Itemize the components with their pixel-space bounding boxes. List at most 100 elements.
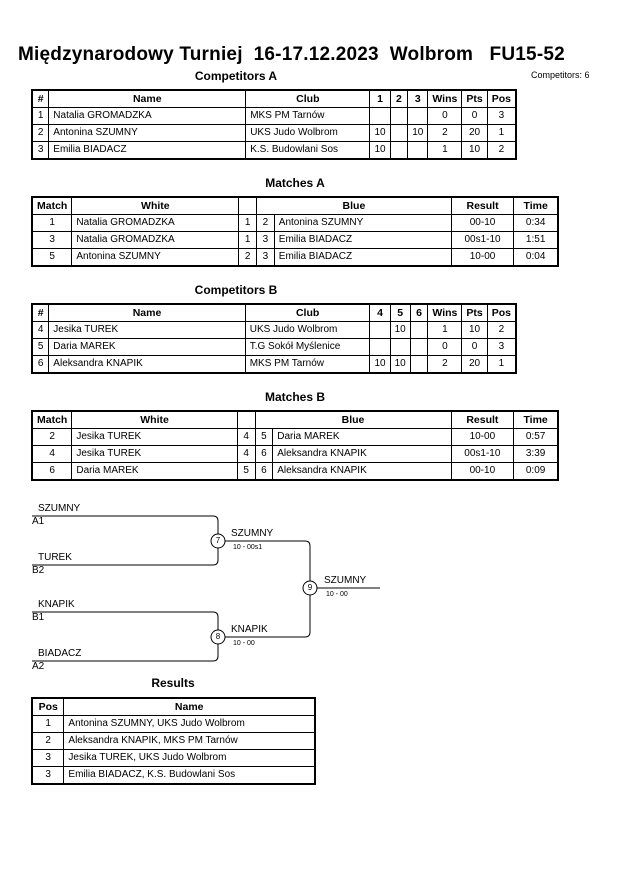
matches-a-table: Match White Blue Result Time 1 Natalia G… — [31, 196, 559, 267]
header-row: Match White Blue Result Time — [31, 410, 559, 429]
table-row: 6 Aleksandra KNAPIK MKS PM Tarnów 10 10 … — [31, 355, 517, 374]
table-row: 1 Natalia GROMADZKA MKS PM Tarnów 0 0 3 — [31, 107, 517, 125]
time-cell: 0:04 — [513, 248, 559, 267]
col-header: Time — [513, 196, 559, 215]
result-cell: 00s1-10 — [450, 445, 515, 463]
results-heading: Results — [151, 676, 195, 690]
col-header: Pos — [31, 697, 65, 716]
pos-cell: 2 — [486, 141, 517, 160]
white-num-cell: 5 — [236, 462, 256, 481]
bracket-semi2-bottom-name: BIADACZ — [38, 648, 82, 659]
pos-cell: 1 — [486, 124, 517, 142]
bracket-semi2-top-name: KNAPIK — [38, 599, 75, 610]
results-table: Pos Name 1 Antonina SZUMNY, UKS Judo Wol… — [31, 697, 316, 785]
competitors-b-heading: Competitors B — [194, 283, 278, 297]
table-row: 4 Jesika TUREK 4 6 Aleksandra KNAPIK 00s… — [31, 445, 559, 463]
bracket-semi2-top-pool: B1 — [32, 612, 45, 623]
match-7-winner: SZUMNY — [231, 528, 274, 539]
time-cell: 0:09 — [513, 462, 559, 481]
time-cell: 1:51 — [513, 231, 559, 249]
header-row: Match White Blue Result Time — [31, 196, 559, 215]
header-row: Pos Name — [31, 697, 316, 716]
club-cell: K.S. Budowlani Sos — [245, 141, 371, 160]
pos-cell: 3 — [31, 749, 65, 767]
pos-cell: 3 — [31, 766, 65, 785]
result-cell: 00-10 — [450, 462, 515, 481]
competitors-a-heading: Competitors A — [194, 69, 278, 83]
score-cell: 10 — [407, 124, 429, 142]
score-cell — [407, 141, 429, 160]
match-cell: 3 — [31, 231, 73, 249]
col-header: 3 — [407, 89, 429, 108]
name-cell: Antonina SZUMNY — [48, 124, 247, 142]
score-cell: 10 — [369, 141, 391, 160]
col-header: Name — [63, 697, 316, 716]
match-7-number: 7 — [215, 536, 221, 545]
matches-a-heading: Matches A — [265, 176, 325, 190]
match-cell: 4 — [31, 445, 73, 463]
name-cell: Jesika TUREK, UKS Judo Wolbrom — [63, 749, 316, 767]
bracket-semi1-top-pool: A1 — [32, 516, 45, 527]
score-cell — [389, 338, 411, 356]
page-title: Międzynarodowy Turniej 16-17.12.2023 Wol… — [18, 44, 565, 65]
matches-b-heading: Matches B — [264, 390, 326, 404]
match-8-winner: KNAPIK — [231, 624, 268, 635]
table-row: 2 Antonina SZUMNY UKS Judo Wolbrom 10 10… — [31, 124, 517, 142]
score-cell: 10 — [369, 124, 391, 142]
pos-cell: 3 — [486, 338, 517, 356]
pts-cell: 10 — [461, 321, 488, 339]
blue-cell: Aleksandra KNAPIK — [272, 445, 452, 463]
table-row: 5 Daria MAREK T.G Sokół Myślenice 0 0 3 — [31, 338, 517, 356]
match-8-number: 8 — [215, 632, 221, 641]
match-9-winner: SZUMNY — [324, 575, 367, 586]
table-row: 3 Emilia BIADACZ K.S. Budowlani Sos 10 1… — [31, 141, 517, 160]
blue-cell: Emilia BIADACZ — [273, 231, 452, 249]
competitors-b-table: # Name Club 4 5 6 Wins Pts Pos 4 Jesika … — [31, 303, 517, 374]
col-header: Pts — [461, 89, 488, 108]
table-row: 3 Natalia GROMADZKA 1 3 Emilia BIADACZ 0… — [31, 231, 559, 249]
match-8-score: 10 - 00 — [233, 640, 255, 647]
table-row: 5 Antonina SZUMNY 2 3 Emilia BIADACZ 10-… — [31, 248, 559, 267]
match-9-score: 10 - 00 — [326, 591, 348, 598]
name-cell: Aleksandra KNAPIK, MKS PM Tarnów — [63, 732, 316, 750]
time-cell: 3:39 — [513, 445, 559, 463]
competitors-count: Competitors: 6 — [531, 70, 590, 80]
matches-b-table: Match White Blue Result Time 2 Jesika TU… — [31, 410, 559, 481]
match-7-circle — [210, 533, 226, 549]
match-9-circle — [302, 580, 318, 596]
bracket-semi1-bottom-pool: B2 — [32, 565, 45, 576]
col-header: Pos — [486, 89, 517, 108]
score-cell: 10 — [389, 355, 411, 374]
white-cell: Jesika TUREK — [71, 445, 238, 463]
table-row: 1 Antonina SZUMNY, UKS Judo Wolbrom — [31, 715, 316, 733]
col-header: Wins — [427, 89, 463, 108]
name-cell: Emilia BIADACZ, K.S. Budowlani Sos — [63, 766, 316, 785]
col-header: Match — [31, 196, 73, 215]
white-cell: Natalia GROMADZKA — [71, 231, 240, 249]
table-row: 4 Jesika TUREK UKS Judo Wolbrom 10 1 10 … — [31, 321, 517, 339]
match-7-score: 10 - 00s1 — [233, 544, 263, 551]
match-8-circle — [210, 629, 226, 645]
bracket-semi1-bottom-name: TUREK — [38, 552, 72, 563]
col-header: 5 — [389, 303, 411, 322]
name-cell: Daria MAREK — [48, 338, 246, 356]
bracket-line-final — [218, 540, 311, 638]
pos-cell: 1 — [486, 355, 517, 374]
white-cell: Antonina SZUMNY — [71, 248, 240, 267]
name-cell: Aleksandra KNAPIK — [48, 355, 246, 374]
table-row: 3 Emilia BIADACZ, K.S. Budowlani Sos — [31, 766, 316, 785]
pos-cell: 2 — [31, 732, 65, 750]
pts-cell: 20 — [461, 124, 488, 142]
col-header: Pts — [461, 303, 488, 322]
club-cell: T.G Sokół Myślenice — [244, 338, 371, 356]
match-9-number: 9 — [307, 583, 313, 592]
name-cell: Antonina SZUMNY, UKS Judo Wolbrom — [63, 715, 316, 733]
pts-cell: 10 — [461, 141, 488, 160]
col-header: Match — [31, 410, 73, 429]
table-row: 3 Jesika TUREK, UKS Judo Wolbrom — [31, 749, 316, 767]
bracket-semi1-top-name: SZUMNY — [38, 503, 81, 514]
blue-cell: Emilia BIADACZ — [273, 248, 452, 267]
col-header: Time — [513, 410, 559, 429]
col-header: Result — [450, 410, 515, 429]
